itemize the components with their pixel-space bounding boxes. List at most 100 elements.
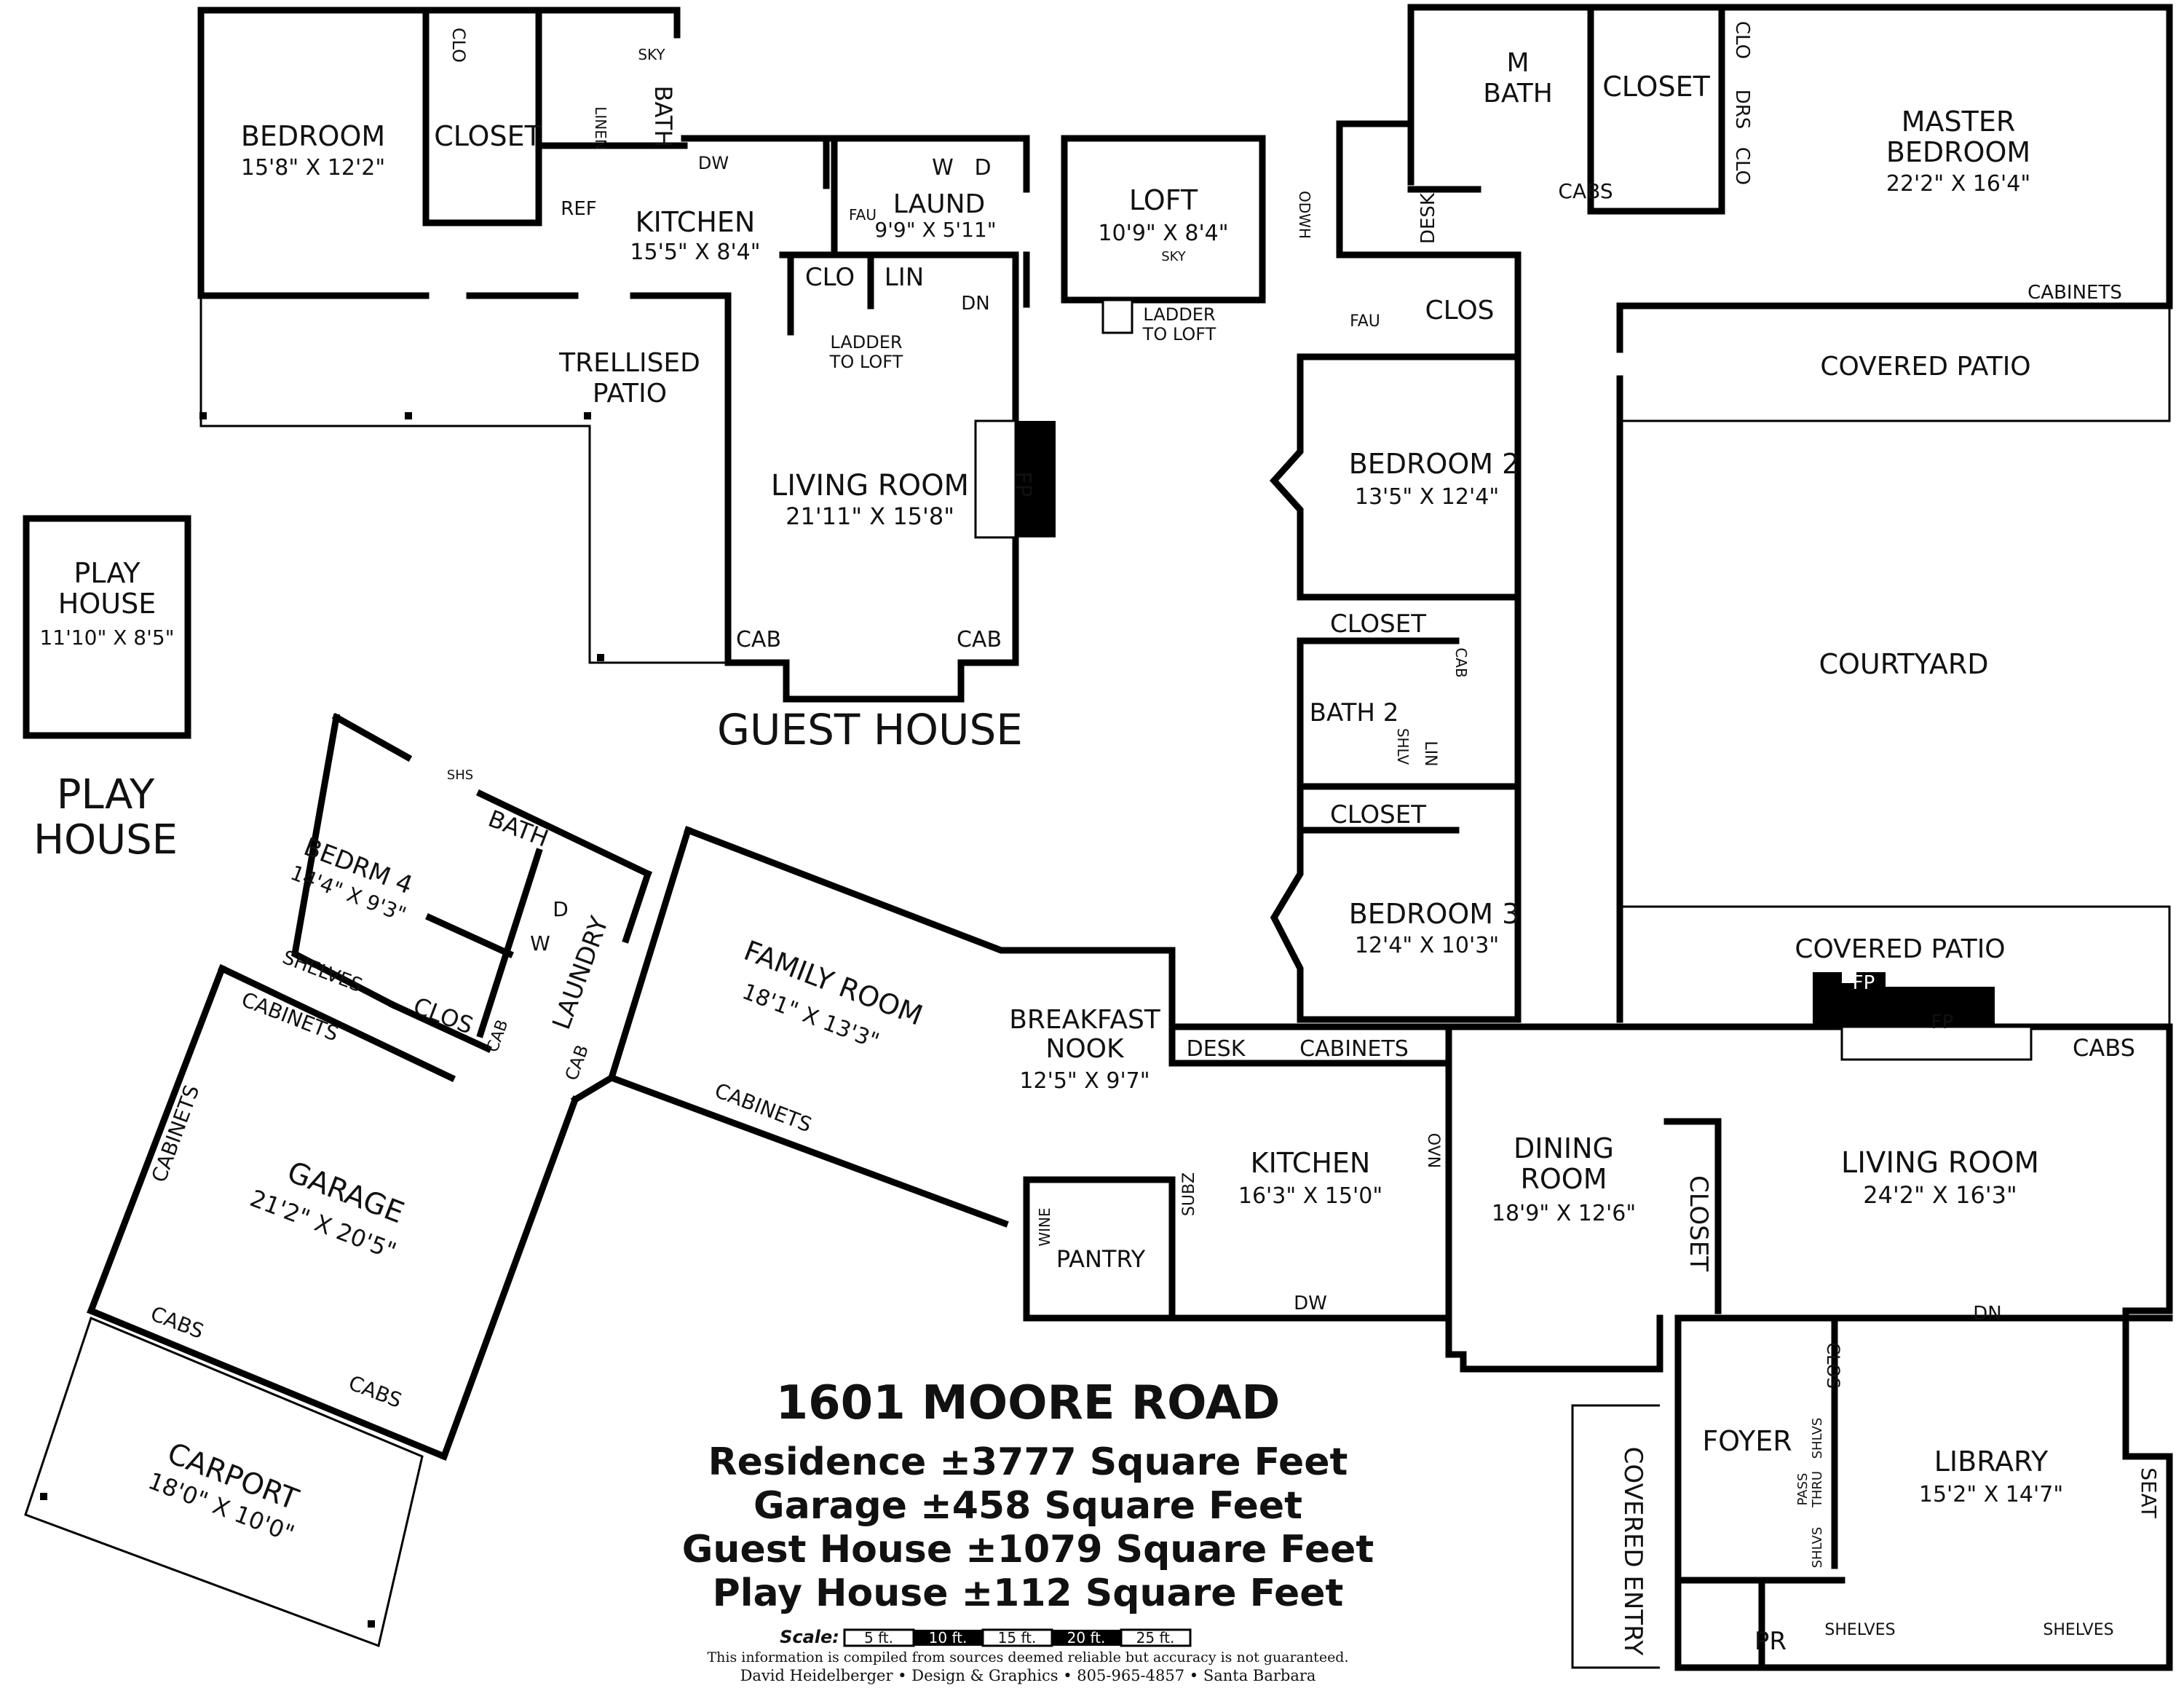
breakfast-label2: NOOK — [1045, 1034, 1125, 1064]
shlv-label: SHLV — [1394, 728, 1412, 765]
m-clo-b-label: CLO — [1731, 147, 1753, 185]
scale-bar — [843, 1628, 1192, 1647]
bedroom3-label: BEDROOM 3 — [1349, 898, 1520, 930]
gh-clo2-label: CLO — [805, 263, 855, 292]
pantry-label: PANTRY — [1056, 1245, 1146, 1273]
covered-patio-mid-outline — [1620, 905, 2171, 1027]
loft-label: LOFT — [1129, 184, 1198, 216]
gh-d-label: D — [974, 155, 991, 181]
scale-mark-5: 25 ft. — [1136, 1629, 1175, 1646]
m-drs-label: DRS — [1731, 90, 1753, 130]
gh-trellised-label2: PATIO — [593, 379, 667, 409]
m-cabinets-label: CABINETS — [2027, 282, 2122, 304]
play-house-outline — [23, 515, 191, 739]
master-bedroom-label: MASTER — [1902, 106, 2016, 138]
clos-foyer-label: CLOS — [1823, 1342, 1843, 1388]
fau-main-label: FAU — [1350, 312, 1380, 331]
covered-entry-label: COVERED ENTRY — [1618, 1447, 1647, 1656]
credit: David Heidelberger • Design & Graphics •… — [740, 1667, 1316, 1684]
closet-dr-label: CLOSET — [1684, 1175, 1713, 1271]
disclaimer: This information is compiled from source… — [707, 1649, 1348, 1665]
cabs-lr-label: CABS — [2073, 1034, 2135, 1062]
gh-laund-label: LAUND — [893, 189, 986, 219]
pass-thru-label2: THRU — [1810, 1471, 1825, 1508]
m-cabs-label: CABS — [1558, 179, 1613, 203]
courtyard-label: COURTYARD — [1819, 648, 1988, 680]
fireplace-guest — [1016, 421, 1056, 537]
gh-linen-label: LINEN — [592, 106, 609, 150]
m-closet-label: CLOSET — [1602, 71, 1710, 103]
shs-label: SHS — [447, 768, 473, 783]
odwh-label: ODWH — [1296, 191, 1313, 239]
fireplace-main — [1813, 972, 1995, 1027]
loft-ladder-label: LADDER — [1143, 304, 1215, 325]
area-play-house: Play House ±112 Square Feet — [713, 1571, 1344, 1615]
carport-outline — [24, 1316, 424, 1648]
scale-mark-2: 10 ft. — [929, 1629, 968, 1646]
shlvs-b-label: SHLVS — [1810, 1527, 1825, 1569]
living-room-dim: 24'2" X 16'3" — [1863, 1181, 2017, 1209]
bedroom2-label: BEDROOM 2 — [1349, 448, 1520, 480]
clos-g-label: CLOS — [410, 992, 478, 1040]
living-room-label: LIVING ROOM — [1841, 1146, 2039, 1180]
closet-b3-label: CLOSET — [1330, 800, 1426, 829]
desk-k-label: DESK — [1187, 1036, 1246, 1062]
cab-g-label: CAB — [483, 1017, 512, 1054]
lin-b2-label: LIN — [1421, 741, 1439, 766]
gh-dw-label: DW — [698, 153, 729, 173]
scale-mark-3: 15 ft. — [998, 1629, 1037, 1646]
gh-ladder-label: LADDER — [830, 332, 902, 352]
fp-a-label: FP — [1853, 972, 1875, 994]
scale-mark-1: 5 ft. — [864, 1629, 893, 1646]
gh-bath-label: BATH — [649, 86, 677, 148]
gh-sky-label: SKY — [638, 46, 665, 63]
covered-entry-outline — [1571, 1404, 1660, 1669]
desk-top-label: DESK — [1417, 192, 1439, 244]
loft-ladder — [1101, 299, 1133, 334]
scale-mark-4: 20 ft. — [1067, 1629, 1106, 1646]
gh-living-label: LIVING ROOM — [771, 469, 969, 502]
gh-laund-dim: 9'9" X 5'11" — [874, 218, 996, 242]
play-house-label2: HOUSE — [58, 588, 156, 620]
kitchen-dim: 16'3" X 15'0" — [1238, 1183, 1382, 1209]
guest-house-walls — [197, 7, 1030, 703]
area-residence: Residence ±3777 Square Feet — [708, 1440, 1348, 1484]
gh-clo-label: CLO — [448, 28, 469, 63]
dn-lr-label: DN — [1973, 1303, 2001, 1325]
gh-bedroom-label: BEDROOM — [241, 120, 385, 152]
carport-post — [40, 1493, 47, 1500]
play-house-dim: 11'10" X 8'5" — [39, 626, 174, 650]
d-l-label: D — [553, 897, 569, 921]
bath2-label: BATH 2 — [1310, 698, 1399, 727]
dining-dim: 18'9" X 12'6" — [1492, 1201, 1636, 1226]
hearth-guest — [974, 419, 1017, 539]
covered-patio-top-label: COVERED PATIO — [1820, 352, 2030, 382]
gh-fp-label: FP — [1010, 471, 1035, 497]
cabinets-k-label: CABINETS — [1299, 1036, 1409, 1062]
dw-k-label: DW — [1294, 1293, 1327, 1314]
covered-patio-top-outline — [1620, 304, 2171, 422]
bedroom3-dim: 12'4" X 10'3" — [1355, 933, 1499, 958]
shelves-l2-label: SHELVES — [2043, 1621, 2113, 1639]
play-house-label: PLAY — [74, 557, 141, 589]
gh-kitchen-dim: 15'5" X 8'4" — [630, 240, 760, 265]
gh-bedroom-dim: 15'8" X 12'2" — [241, 155, 385, 181]
loft-outline — [1061, 135, 1266, 304]
guest-house-label: GUEST HOUSE — [717, 705, 1023, 754]
kitchen-label: KITCHEN — [1251, 1147, 1371, 1179]
bedroom2-dim: 13'5" X 12'4" — [1355, 484, 1499, 510]
pass-thru-label: PASS — [1795, 1473, 1811, 1506]
cab-b2-label: CAB — [1452, 647, 1470, 677]
gh-cab2-label: CAB — [957, 627, 1002, 652]
dining-label2: ROOM — [1520, 1163, 1607, 1195]
wine-label: WINE — [1036, 1207, 1053, 1246]
gh-cab1-label: CAB — [736, 627, 781, 652]
loft-ladder-label2: TO LOFT — [1142, 324, 1216, 344]
play-house-section-label2: HOUSE — [33, 816, 178, 864]
ovn-label: OVN — [1424, 1133, 1442, 1168]
library-label: LIBRARY — [1934, 1446, 2049, 1478]
breakfast-dim: 12'5" X 9'7" — [1019, 1068, 1150, 1094]
fp-b-label: FP — [1931, 1011, 1954, 1033]
area-garage: Garage ±458 Square Feet — [753, 1484, 1302, 1528]
